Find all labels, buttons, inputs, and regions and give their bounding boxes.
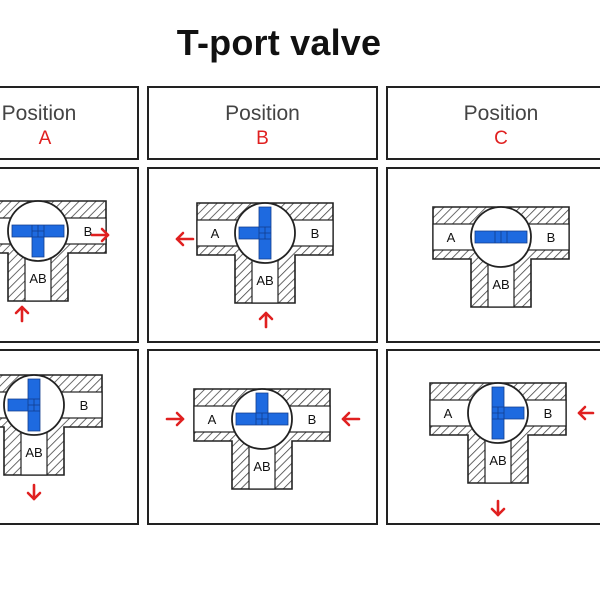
rotor-t-passage	[474, 230, 528, 244]
port-label-ab: AB	[256, 273, 273, 288]
position-header-b: Position B	[147, 86, 378, 160]
position-header-letter: C	[494, 128, 508, 149]
page-title: T-port valve	[176, 22, 382, 63]
position-header-letter: B	[256, 128, 269, 149]
port-label-b: B	[544, 406, 553, 421]
position-header-c: Position C	[386, 86, 600, 160]
position-header-label: Position	[463, 102, 539, 125]
down-arrow-icon	[490, 499, 506, 517]
up-arrow-icon	[258, 311, 274, 329]
port-label-b: B	[311, 226, 320, 241]
right-arrow-icon	[90, 227, 110, 243]
port-label-b: B	[80, 398, 89, 413]
port-label-b: B	[308, 412, 317, 427]
position-header-letter: A	[38, 128, 52, 149]
left-arrow-icon	[341, 411, 361, 427]
port-label-a: A	[444, 406, 453, 421]
left-arrow-icon	[577, 405, 595, 421]
rotor-t-passage	[7, 378, 41, 432]
up-arrow-icon	[14, 305, 30, 323]
left-arrow-icon	[175, 231, 195, 247]
port-label-ab: AB	[253, 459, 270, 474]
port-label-ab: AB	[492, 277, 509, 292]
rotor-t-passage	[491, 386, 525, 440]
port-label-b: B	[84, 224, 93, 239]
port-label-a: A	[211, 226, 220, 241]
port-label-a: A	[208, 412, 217, 427]
port-label-ab: AB	[29, 271, 46, 286]
rotor-t-passage	[238, 206, 272, 260]
port-label-ab: AB	[25, 445, 42, 460]
right-arrow-icon	[165, 411, 185, 427]
down-arrow-icon	[26, 483, 42, 501]
rotor-t-passage	[235, 392, 289, 426]
rotor-t-passage	[11, 224, 65, 258]
port-label-a: A	[447, 230, 456, 245]
position-header-label: Position	[225, 102, 300, 125]
port-label-ab: AB	[489, 453, 506, 468]
port-label-b: B	[547, 230, 556, 245]
position-header-label: Position	[1, 102, 77, 125]
position-header-a: Position A	[0, 86, 139, 160]
